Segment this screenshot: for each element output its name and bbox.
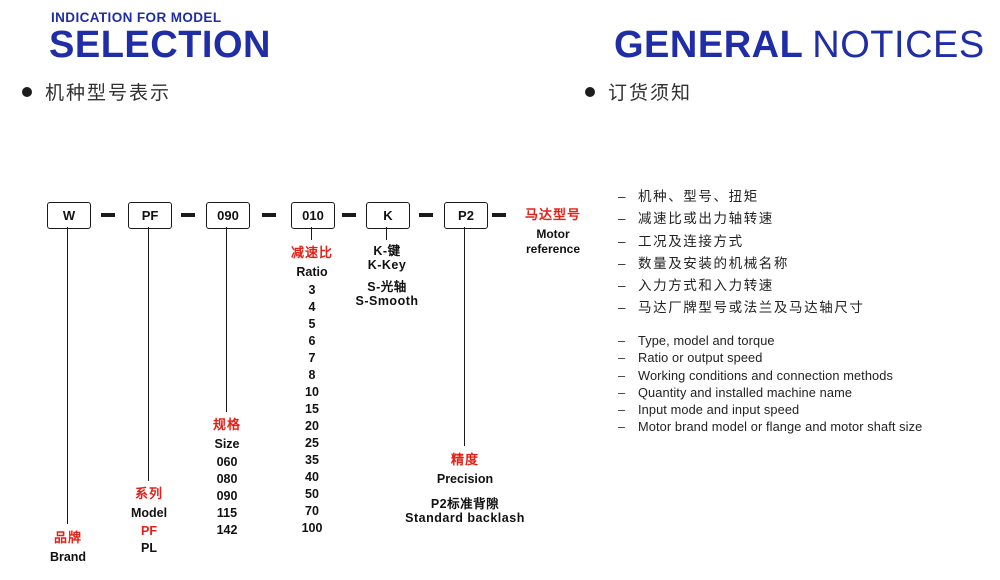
- leader-line-series: [148, 227, 150, 481]
- size-value: 080: [216, 472, 238, 486]
- ratio-value: 15: [305, 402, 319, 416]
- leader-line-size: [226, 227, 228, 412]
- series-column: 系列 Model PF PL: [131, 484, 167, 557]
- precision-label-en: Precision: [436, 472, 494, 486]
- ratio-value: 8: [308, 368, 316, 382]
- precision-label-cn: 精度: [450, 452, 479, 467]
- bullet-icon: [585, 86, 595, 97]
- size-value: 060: [216, 455, 238, 469]
- brand-column: 品牌 Brand: [50, 528, 86, 567]
- model-code-box-key: K: [366, 202, 410, 229]
- leader-line-ratio: [311, 227, 313, 240]
- notice-item-en: Input mode and input speed: [617, 401, 922, 419]
- ratio-value: 5: [308, 317, 316, 331]
- leader-line-precision: [464, 227, 466, 446]
- ratio-value: 20: [305, 419, 319, 433]
- series-label-en: Model: [130, 506, 168, 520]
- key-line-1: K-键: [373, 244, 401, 258]
- ratio-value: 7: [308, 351, 316, 365]
- model-code-box-precision: P2: [444, 202, 488, 229]
- notice-item-en: Working conditions and connection method…: [617, 367, 922, 385]
- notice-item-cn: 数量及安装的机械名称: [617, 253, 865, 276]
- ratio-value: 6: [308, 334, 316, 348]
- size-label-en: Size: [214, 437, 240, 451]
- right-subtitle-text: 订货须知: [608, 83, 693, 104]
- motor-reference-cn: 马达型号: [524, 207, 581, 222]
- model-code-box-ratio: 010: [291, 202, 335, 229]
- notice-item-cn: 马达厂牌型号或法兰及马达轴尺寸: [617, 297, 865, 320]
- ratio-value: 70: [305, 504, 319, 518]
- notice-item-en: Ratio or output speed: [617, 349, 922, 367]
- size-value: 090: [216, 489, 238, 503]
- notices-list-cn: 机种、型号、扭矩 减速比或出力轴转速 工况及连接方式 数量及安装的机械名称 入力…: [617, 186, 865, 320]
- connector-dash: [262, 213, 276, 217]
- connector-dash: [181, 213, 195, 217]
- ratio-value: 50: [305, 487, 319, 501]
- connector-dash: [492, 213, 506, 217]
- notices-list-en: Type, model and torque Ratio or output s…: [617, 332, 922, 436]
- key-line-4: S-Smooth: [355, 293, 419, 308]
- right-subtitle: 订货须知: [585, 78, 692, 105]
- notice-item-cn: 机种、型号、扭矩: [617, 186, 865, 209]
- model-code-box-brand: W: [47, 202, 91, 229]
- key-line-2: K-Key: [367, 257, 407, 272]
- left-kicker: INDICATION FOR MODEL: [51, 10, 222, 25]
- ratio-label-cn: 减速比: [290, 245, 334, 260]
- model-code-box-series: PF: [128, 202, 172, 229]
- ratio-label-en: Ratio: [296, 265, 328, 279]
- notice-item-cn: 入力方式和入力转速: [617, 275, 865, 298]
- ratio-value: 3: [308, 283, 316, 297]
- left-subtitle-text: 机种型号表示: [45, 83, 172, 104]
- notice-item-en: Quantity and installed machine name: [617, 384, 922, 402]
- size-value: 142: [216, 523, 238, 537]
- leader-line-brand: [67, 227, 69, 524]
- notice-item-en: Motor brand model or flange and motor sh…: [617, 418, 922, 436]
- notice-item-en: Type, model and torque: [617, 332, 922, 350]
- left-subtitle: 机种型号表示: [22, 78, 171, 105]
- precision-note-en: Standard backlash: [405, 510, 525, 525]
- motor-reference-label: 马达型号 Motor reference: [512, 206, 594, 257]
- key-column: K-键 K-Key S-光轴 S-Smooth: [355, 244, 419, 308]
- ratio-column: 减速比 Ratio 3 4 5 6 7 8 10 15 20 25 35 40 …: [291, 243, 333, 537]
- bullet-icon: [22, 86, 32, 97]
- ratio-value: 40: [305, 470, 319, 484]
- brand-label-en: Brand: [49, 550, 87, 564]
- connector-dash: [101, 213, 115, 217]
- key-line-3: S-光轴: [367, 280, 407, 294]
- left-title: SELECTION: [49, 24, 271, 67]
- right-title-light: NOTICES: [812, 24, 985, 66]
- ratio-value: 4: [308, 300, 316, 314]
- notice-item-cn: 工况及连接方式: [617, 231, 865, 254]
- notice-item-cn: 减速比或出力轴转速: [617, 208, 865, 231]
- connector-dash: [419, 213, 433, 217]
- ratio-value: 35: [305, 453, 319, 467]
- right-title-bold: GENERAL: [614, 24, 804, 66]
- precision-column: 精度 Precision P2标准背隙 Standard backlash: [405, 450, 525, 525]
- size-column: 规格 Size 060 080 090 115 142: [213, 415, 241, 539]
- left-title-text: SELECTION: [49, 24, 271, 66]
- motor-reference-en: Motor reference: [525, 227, 581, 256]
- leader-line-key: [386, 227, 388, 240]
- ratio-value: 100: [301, 521, 323, 535]
- size-value: 115: [216, 506, 238, 520]
- series-option-pf: PF: [141, 524, 157, 538]
- ratio-value: 25: [305, 436, 319, 450]
- ratio-value: 10: [305, 385, 319, 399]
- model-code-box-size: 090: [206, 202, 250, 229]
- series-option-pl: PL: [141, 541, 157, 555]
- size-label-cn: 规格: [212, 417, 242, 432]
- brand-label-cn: 品牌: [53, 530, 82, 545]
- series-label-cn: 系列: [134, 486, 164, 501]
- connector-dash: [342, 213, 356, 217]
- precision-note-cn: P2标准背隙: [430, 497, 500, 511]
